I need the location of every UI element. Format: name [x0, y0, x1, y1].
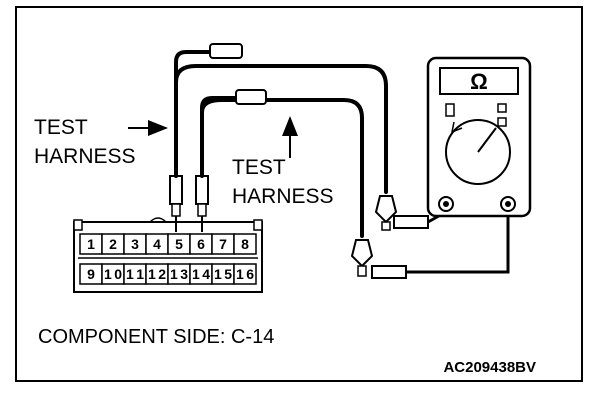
harness-right-line1: TEST: [232, 156, 286, 179]
harness-end-caps: [209, 43, 267, 105]
test-harness-wires: [174, 50, 388, 238]
pin-label-1: 1: [87, 236, 95, 252]
pin-label-3: 3: [131, 236, 139, 252]
pin-label-2: 2: [109, 236, 117, 252]
test-probe-icon-2: [350, 204, 510, 279]
pin-label-7: 7: [219, 236, 227, 252]
figure-code: AC209438BV: [443, 359, 536, 376]
harness-left-line1: TEST: [34, 116, 88, 139]
component-side-label: COMPONENT SIDE: C-14: [38, 326, 274, 348]
harness-right-line2: HARNESS: [232, 185, 334, 208]
pin-label-8: 8: [241, 236, 249, 252]
pin-label-6: 6: [197, 236, 205, 252]
ohmmeter-icon: Ω: [426, 56, 532, 218]
test-probe-icon: [374, 195, 447, 231]
pin-label-9: 9: [87, 266, 95, 282]
pin-label-4: 4: [153, 236, 161, 252]
pin-label-5: 5: [175, 236, 183, 252]
pin-cell-16: [233, 263, 257, 285]
pin-cell-8: [233, 233, 257, 255]
ohm-symbol: Ω: [470, 69, 488, 94]
harness-left-line2: HARNESS: [34, 145, 136, 168]
diagram-frame: [15, 6, 583, 382]
